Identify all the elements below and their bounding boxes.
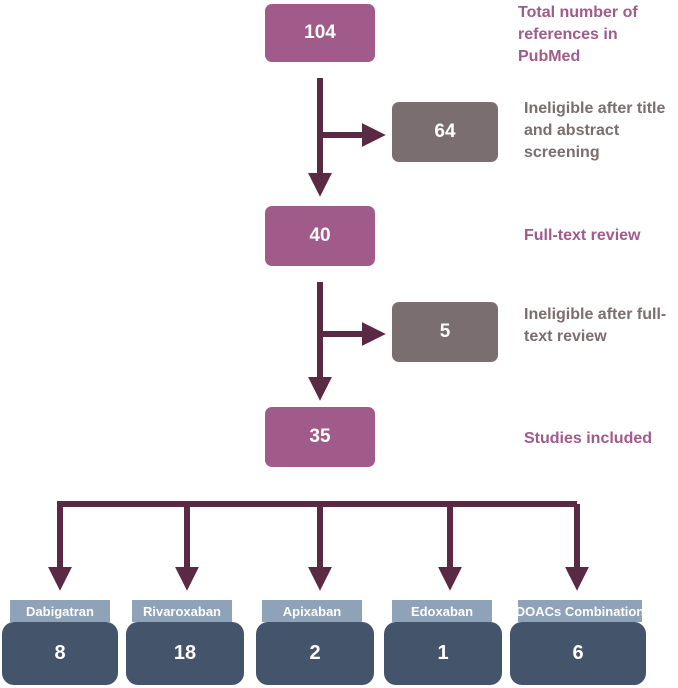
group-1-name: Rivaroxaban	[132, 600, 232, 622]
group-0-name: Dabigatran	[10, 600, 110, 622]
excluded2-label: Ineligible after full-text review	[524, 306, 667, 345]
stage1-count-box: 104	[265, 4, 375, 62]
group-2-name: Apixaban	[262, 600, 362, 622]
excluded1-count-box: 64	[392, 102, 498, 162]
group-4-name: DOACs Combination	[516, 600, 644, 622]
excluded2-count-box: 5	[392, 302, 498, 362]
stage2-label: Full-text review	[524, 227, 641, 244]
group-2-count: 2	[256, 622, 374, 685]
stage2-count-box: 40	[265, 206, 375, 266]
excluded1-label: Ineligible after title and abstract scre…	[524, 100, 666, 161]
group-3-name: Edoxaban	[392, 600, 492, 622]
group-4-count: 6	[510, 622, 646, 685]
group-0-count: 8	[2, 622, 118, 685]
group-1-count: 18	[126, 622, 244, 685]
stage3-count-box: 35	[265, 407, 375, 467]
stage1-label: Total number of references in PubMed	[518, 4, 638, 65]
group-3-count: 1	[384, 622, 502, 685]
stage3-label: Studies included	[524, 430, 653, 447]
